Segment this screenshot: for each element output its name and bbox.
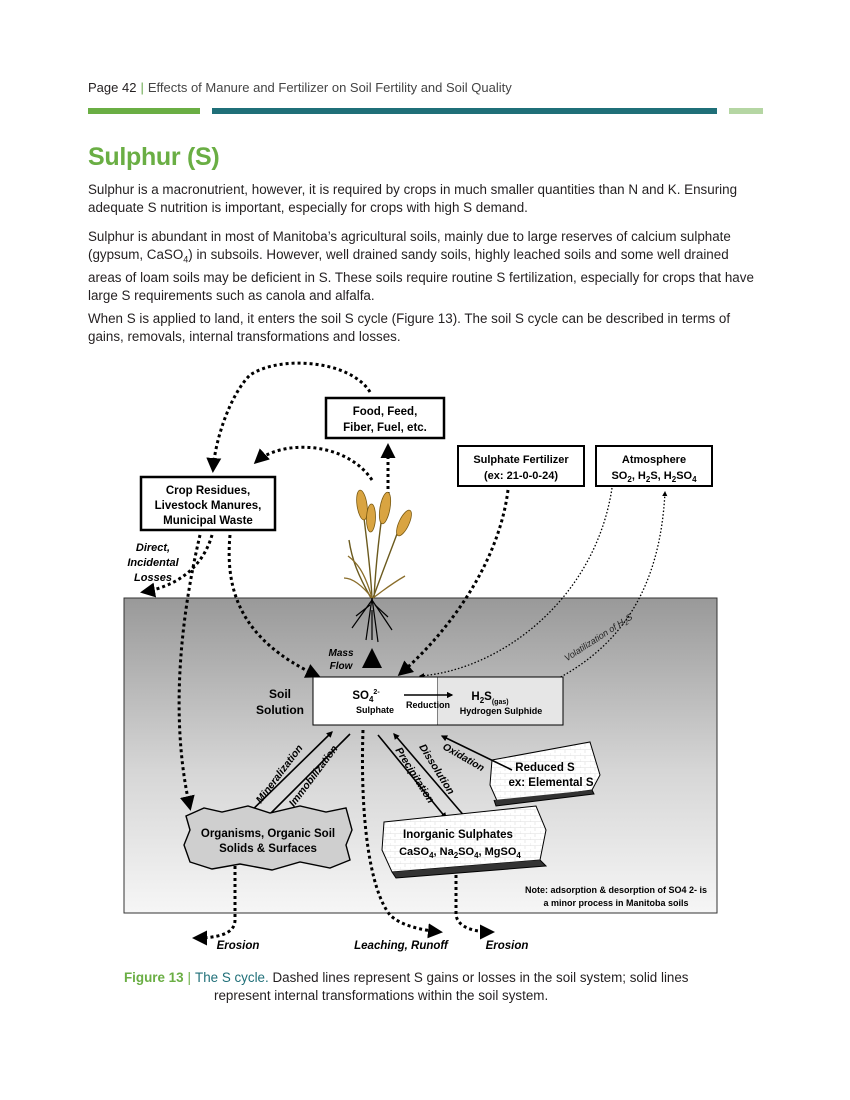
figure-title: The S cycle.	[195, 970, 269, 985]
svg-text:Solids & Surfaces: Solids & Surfaces	[219, 843, 317, 855]
direct-losses-label: Direct, Incidental Losses	[127, 542, 179, 584]
header-rule-teal	[212, 108, 717, 114]
dissolution-label: Dissolution	[416, 742, 456, 797]
svg-text:Organisms, Organic Soil: Organisms, Organic Soil	[201, 828, 335, 840]
mineralization-arrows	[239, 731, 351, 829]
svg-text:Solution: Solution	[256, 703, 304, 717]
soil-solution-box	[312, 676, 564, 726]
svg-text:Losses: Losses	[134, 572, 172, 584]
erosion-left-label: Erosion	[217, 940, 260, 952]
figure-label: Figure 13	[124, 970, 184, 985]
atmosphere-flows	[418, 487, 668, 686]
svg-text:Direct,: Direct,	[136, 542, 170, 554]
paragraph-3: When S is applied to land, it enters the…	[88, 311, 731, 344]
svg-text:Livestock Manures,: Livestock Manures,	[155, 500, 262, 512]
reduction-label: Reduction	[406, 700, 450, 710]
hydrogen-sulphide-label: Hydrogen Sulphide	[460, 706, 543, 716]
section-title: Sulphur (S)	[88, 143, 220, 171]
atmosphere-formula: SO2, H2S, H2SO4	[611, 470, 697, 484]
sulphate-formula: SO42-	[352, 689, 380, 704]
svg-text:Municipal Waste: Municipal Waste	[163, 515, 253, 527]
svg-text:Inorganic Sulphates: Inorganic Sulphates	[403, 829, 513, 841]
paragraph-2: Sulphur is abundant in most of Manitoba’…	[88, 229, 754, 303]
organisms-box: Organisms, Organic Soil Solids & Surface…	[183, 805, 353, 871]
h2s-formula: H2S(gas)	[471, 691, 508, 706]
soil-solution-label: Soil Solution	[256, 687, 304, 717]
header-separator: |	[140, 80, 144, 95]
reduced-s-box: Reduced S ex: Elemental S	[489, 741, 601, 807]
svg-text:Sulphate Fertilizer: Sulphate Fertilizer	[473, 454, 569, 466]
header-rule-green	[88, 108, 200, 114]
svg-text:Food, Feed,: Food, Feed,	[353, 406, 418, 418]
sulphate-label: Sulphate	[356, 705, 394, 715]
dashed-flows	[140, 361, 510, 946]
food-box: Food, Feed, Fiber, Fuel, etc.	[324, 396, 446, 440]
immobilization-label: Immobilization	[287, 743, 341, 809]
precipitation-arrows	[377, 733, 467, 819]
mass-flow-label: Mass Flow	[328, 648, 353, 672]
inorganic-sulphates-box: Inorganic Sulphates CaSO4, Na2SO4, MgSO4	[381, 805, 548, 879]
atmosphere-box: Atmosphere SO2, H2S, H2SO4	[595, 445, 713, 487]
residues-box: Crop Residues, Livestock Manures, Munici…	[139, 475, 277, 532]
volatilization-label: Volatilization of H2S	[562, 612, 635, 665]
svg-text:Soil: Soil	[269, 687, 291, 701]
header-rule-light	[729, 108, 763, 114]
svg-text:Incidental: Incidental	[127, 557, 179, 569]
svg-text:Reduced S: Reduced S	[515, 762, 575, 774]
oxidation-label: Oxidation	[441, 742, 486, 775]
diagram-note: Note: adsorption & desorption of SO4 2- …	[525, 885, 707, 908]
soil-panel	[123, 597, 718, 914]
page-header: Page 42|Effects of Manure and Fertilizer…	[88, 80, 512, 95]
mineralization-label: Mineralization	[254, 743, 306, 806]
figure-caption: Figure 13|The S cycle. Dashed lines repr…	[124, 970, 689, 1003]
svg-text:(ex: 21-0-0-24): (ex: 21-0-0-24)	[484, 470, 558, 482]
fertilizer-box: Sulphate Fertilizer (ex: 21-0-0-24)	[457, 445, 585, 487]
oxidation-arrow	[440, 735, 513, 771]
svg-text:Note: adsorption & desorption: Note: adsorption & desorption of SO4 2- …	[525, 885, 707, 895]
document-title: Effects of Manure and Fertilizer on Soil…	[147, 80, 512, 95]
svg-text:Atmosphere: Atmosphere	[622, 454, 686, 466]
svg-text:a minor process in Manitoba so: a minor process in Manitoba soils	[543, 898, 688, 908]
svg-text:Mass: Mass	[328, 648, 353, 659]
erosion-right-label: Erosion	[486, 940, 529, 952]
svg-text:ex: Elemental S: ex: Elemental S	[508, 777, 593, 789]
svg-text:Crop Residues,: Crop Residues,	[166, 485, 250, 497]
precipitation-label: Precipitation	[393, 745, 437, 805]
svg-text:Flow: Flow	[330, 661, 354, 672]
wheat-plant-icon	[343, 489, 412, 643]
paragraph-1: Sulphur is a macronutrient, however, it …	[88, 182, 738, 215]
inorganic-formula: CaSO4, Na2SO4, MgSO4	[399, 846, 521, 860]
leaching-label: Leaching, Runoff	[354, 940, 449, 952]
svg-text:Fiber, Fuel, etc.: Fiber, Fuel, etc.	[343, 422, 427, 434]
page-number: Page 42	[88, 80, 137, 95]
